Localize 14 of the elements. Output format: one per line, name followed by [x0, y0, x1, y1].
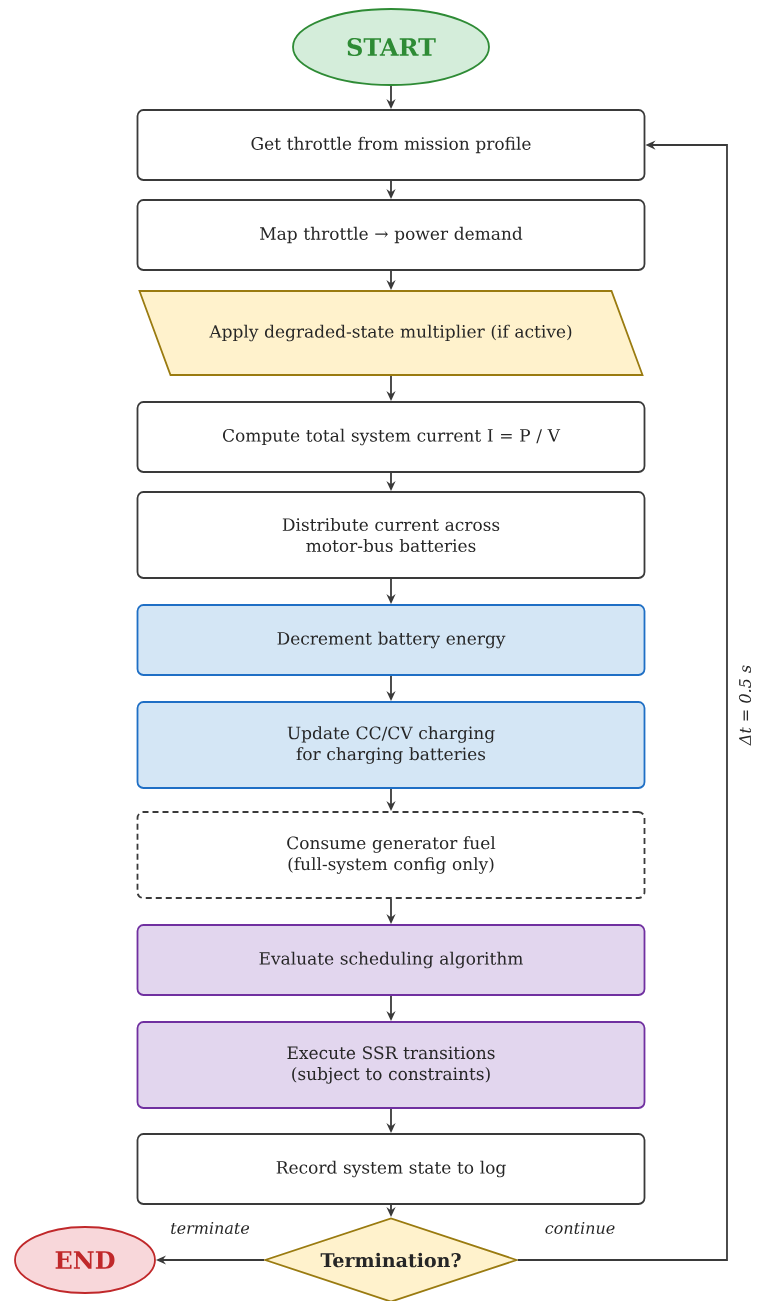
loop-interval-label: Δt = 0.5 s	[737, 663, 753, 747]
process-box: Get throttle from mission profile	[136, 109, 646, 181]
process-box: Update CC/CV charging for charging batteries	[136, 701, 646, 789]
edge-label: terminate	[169, 1221, 251, 1235]
process-box: Execute SSR transitions (subject to constraints)	[136, 1021, 646, 1109]
process-box: Record system state to log	[136, 1133, 646, 1205]
process-box: Compute total system current I = P / V	[136, 401, 646, 473]
edge-label: continue	[543, 1221, 617, 1235]
process-box: Map throttle → power demand	[136, 199, 646, 271]
optional-process-box: Consume generator fuel (full-system config only)	[136, 811, 646, 899]
input-parallelogram: Apply degraded-state multiplier (if active)	[138, 290, 644, 376]
process-box: Distribute current across motor-bus batteries	[136, 491, 646, 579]
process-box: Decrement battery energy	[136, 604, 646, 676]
process-box: Evaluate scheduling algorithm	[136, 924, 646, 996]
